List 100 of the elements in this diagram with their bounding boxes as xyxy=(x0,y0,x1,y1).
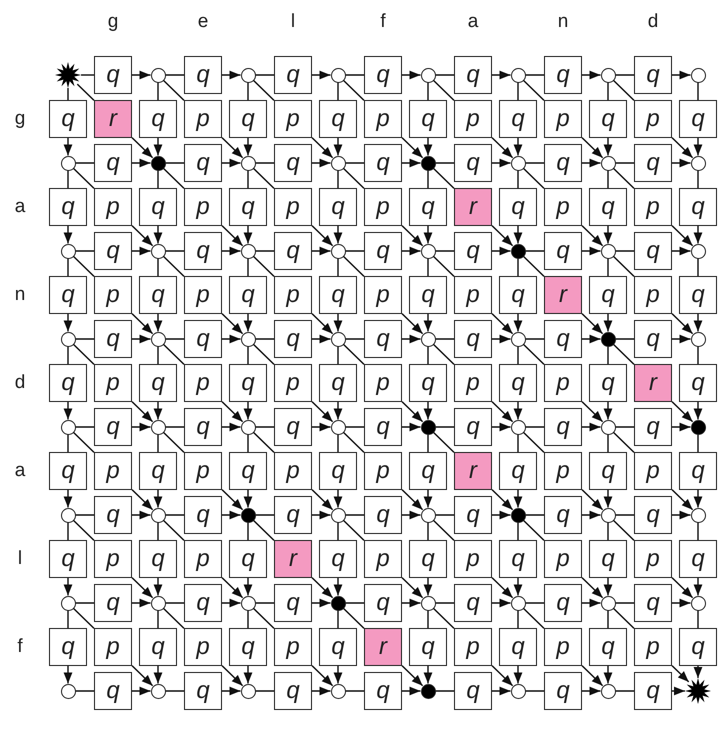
vertex-circle xyxy=(240,244,256,258)
vertex-circle xyxy=(600,508,616,522)
score-box: p xyxy=(184,188,222,226)
connector-line xyxy=(697,82,699,100)
score-box: p xyxy=(544,364,582,402)
score-box: p xyxy=(634,276,672,314)
score-box: p xyxy=(544,100,582,138)
score-box: q xyxy=(409,628,447,666)
arrow xyxy=(514,578,522,596)
connector-line xyxy=(157,82,159,100)
arrow xyxy=(694,314,702,332)
score-box: q xyxy=(679,452,717,490)
arrow xyxy=(424,578,432,596)
score-box: q xyxy=(634,320,672,358)
arrow xyxy=(154,490,162,508)
arrow xyxy=(334,578,342,596)
connector-line xyxy=(76,250,94,252)
connector-line xyxy=(247,82,249,100)
arrow xyxy=(424,314,432,332)
score-box: p xyxy=(274,364,312,402)
arrow xyxy=(402,510,420,520)
score-box: q xyxy=(184,408,222,446)
vertex-circle xyxy=(420,68,436,82)
score-box: q xyxy=(589,276,627,314)
vertex-circle xyxy=(690,596,706,610)
score-box: p xyxy=(274,100,312,138)
vertex-circle xyxy=(510,420,526,434)
arrow xyxy=(582,422,600,432)
score-box: q xyxy=(319,628,357,666)
connector-line xyxy=(346,74,364,76)
vertex-circle xyxy=(330,244,346,258)
arrow xyxy=(64,666,72,684)
score-box: q xyxy=(274,672,312,710)
row-letter: a xyxy=(14,460,26,482)
connector-line xyxy=(517,82,519,100)
vertex-circle xyxy=(150,684,166,698)
connector-line xyxy=(256,514,274,516)
arrow xyxy=(492,70,510,80)
connector-line xyxy=(607,258,609,276)
connector-line xyxy=(166,338,184,340)
connector-line xyxy=(67,170,69,188)
vertex-circle xyxy=(330,508,346,522)
connector-line xyxy=(337,522,339,540)
score-box: p xyxy=(634,540,672,578)
arrow xyxy=(402,422,420,432)
score-box: p xyxy=(94,540,132,578)
score-box: p xyxy=(184,452,222,490)
arrow xyxy=(694,490,702,508)
arrow xyxy=(402,334,420,344)
score-box: q xyxy=(454,56,492,94)
connector-line xyxy=(427,258,429,276)
arrow xyxy=(154,666,162,684)
vertex-circle xyxy=(510,684,526,698)
score-box: q xyxy=(589,452,627,490)
connector-line xyxy=(616,690,634,692)
connector-line xyxy=(166,514,184,516)
connector-line xyxy=(346,690,364,692)
score-box: q xyxy=(364,496,402,534)
score-box: q xyxy=(634,584,672,622)
score-box: q xyxy=(409,276,447,314)
vertex-circle xyxy=(150,420,166,434)
score-box: q xyxy=(544,672,582,710)
connector-line xyxy=(526,162,544,164)
arrow xyxy=(582,510,600,520)
arrow xyxy=(64,138,72,156)
score-box: r xyxy=(364,628,402,666)
column-letter: e xyxy=(198,11,208,33)
score-box: q xyxy=(544,144,582,182)
arrow xyxy=(424,138,432,156)
arrow xyxy=(312,334,330,344)
arrow xyxy=(244,402,252,420)
score-box: q xyxy=(274,320,312,358)
score-box: q xyxy=(229,452,267,490)
arrow xyxy=(222,70,240,80)
connector-line xyxy=(337,346,339,364)
connector-line xyxy=(616,338,634,340)
connector-line xyxy=(166,602,184,604)
connector-line xyxy=(166,690,184,692)
score-box: q xyxy=(589,628,627,666)
score-box: q xyxy=(499,100,537,138)
connector-line xyxy=(616,250,634,252)
vertex-circle xyxy=(240,332,256,346)
connector-line xyxy=(67,258,69,276)
connector-line xyxy=(436,690,454,692)
score-box: q xyxy=(49,540,87,578)
connector-line xyxy=(256,426,274,428)
vertex-circle xyxy=(240,156,256,170)
arrow xyxy=(312,686,330,696)
score-box: q xyxy=(184,56,222,94)
path-vertex-dot xyxy=(240,508,256,522)
connector-line xyxy=(436,426,454,428)
score-box: r xyxy=(454,452,492,490)
connector-line xyxy=(346,602,364,604)
vertex-circle xyxy=(60,684,76,698)
vertex-circle xyxy=(330,684,346,698)
arrow xyxy=(312,246,330,256)
arrow xyxy=(514,314,522,332)
arrow xyxy=(672,665,690,682)
score-box: q xyxy=(679,628,717,666)
score-box: q xyxy=(94,56,132,94)
